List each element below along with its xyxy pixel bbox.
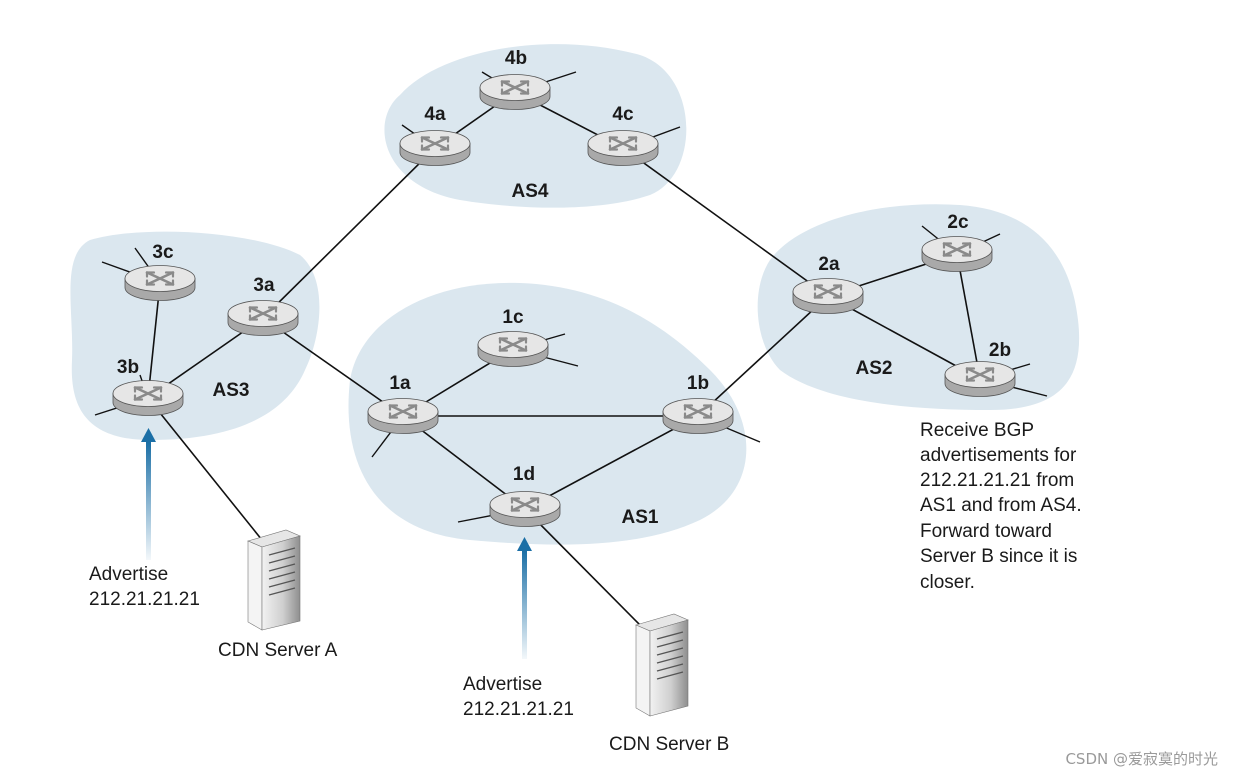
router-label-4a: 4a (424, 104, 446, 125)
cdn-server-b-label: CDN Server B (609, 734, 729, 755)
note-line: AS1 and from AS4. (920, 495, 1082, 516)
router-4c-icon (587, 130, 659, 166)
router-2a-icon (792, 278, 864, 314)
router-label-4b: 4b (505, 48, 527, 69)
router-label-2b: 2b (989, 340, 1011, 361)
router-1c-icon (477, 331, 549, 367)
router-label-1b: 1b (687, 373, 709, 394)
as3-cloud (70, 231, 320, 440)
router-4a-icon (399, 130, 471, 166)
as4-cloud (384, 44, 687, 208)
router-label-1c: 1c (502, 307, 524, 328)
cdn-server-a-label: CDN Server A (218, 640, 338, 661)
advertise-a-line1: Advertise (89, 564, 168, 585)
as4-label: AS4 (512, 181, 549, 202)
note-line: Server B since it is (920, 546, 1077, 567)
as3-label: AS3 (213, 380, 250, 401)
as2-cloud (757, 204, 1080, 410)
router-label-3c: 3c (152, 242, 174, 263)
as1-cloud (348, 282, 747, 545)
cdn-server-a-icon (247, 529, 301, 631)
router-label-3a: 3a (253, 275, 275, 296)
as2-note: Receive BGP advertisements for 212.21.21… (920, 420, 1082, 593)
advertise-b-line1: Advertise (463, 674, 542, 695)
router-1b-icon (662, 398, 734, 434)
router-label-3b: 3b (117, 357, 139, 378)
as1-label: AS1 (622, 507, 659, 528)
advertise-b-line2: 212.21.21.21 (463, 699, 574, 720)
router-3a-icon (227, 300, 299, 336)
router-label-2a: 2a (818, 254, 840, 275)
advertise-arrow-b (517, 537, 532, 659)
cdn-server-b-icon (635, 613, 689, 717)
router-3c-icon (124, 265, 196, 301)
routers (112, 74, 1016, 527)
router-label-2c: 2c (947, 212, 969, 233)
router-2c-icon (921, 236, 993, 272)
router-label-4c: 4c (612, 104, 634, 125)
router-4b-icon (479, 74, 551, 110)
note-line: closer. (920, 572, 975, 593)
router-1d-icon (489, 491, 561, 527)
router-label-1d: 1d (513, 464, 535, 485)
watermark: CSDN @爱寂寞的时光 (1065, 750, 1218, 768)
router-3b-icon (112, 380, 184, 416)
note-line: advertisements for (920, 445, 1077, 466)
note-line: 212.21.21.21 from (920, 470, 1074, 491)
router-labels: 4a 4b 4c 3c 3a 3b 1c 1a 1b 1d 2c 2a 2b (117, 48, 1011, 485)
advertise-a-line2: 212.21.21.21 (89, 589, 200, 610)
router-label-1a: 1a (389, 373, 411, 394)
router-1a-icon (367, 398, 439, 434)
as2-label: AS2 (856, 358, 893, 379)
advertise-arrow-a (141, 428, 156, 560)
router-2b-icon (944, 361, 1016, 397)
note-line: Receive BGP (920, 420, 1034, 441)
note-line: Forward toward (920, 521, 1052, 542)
